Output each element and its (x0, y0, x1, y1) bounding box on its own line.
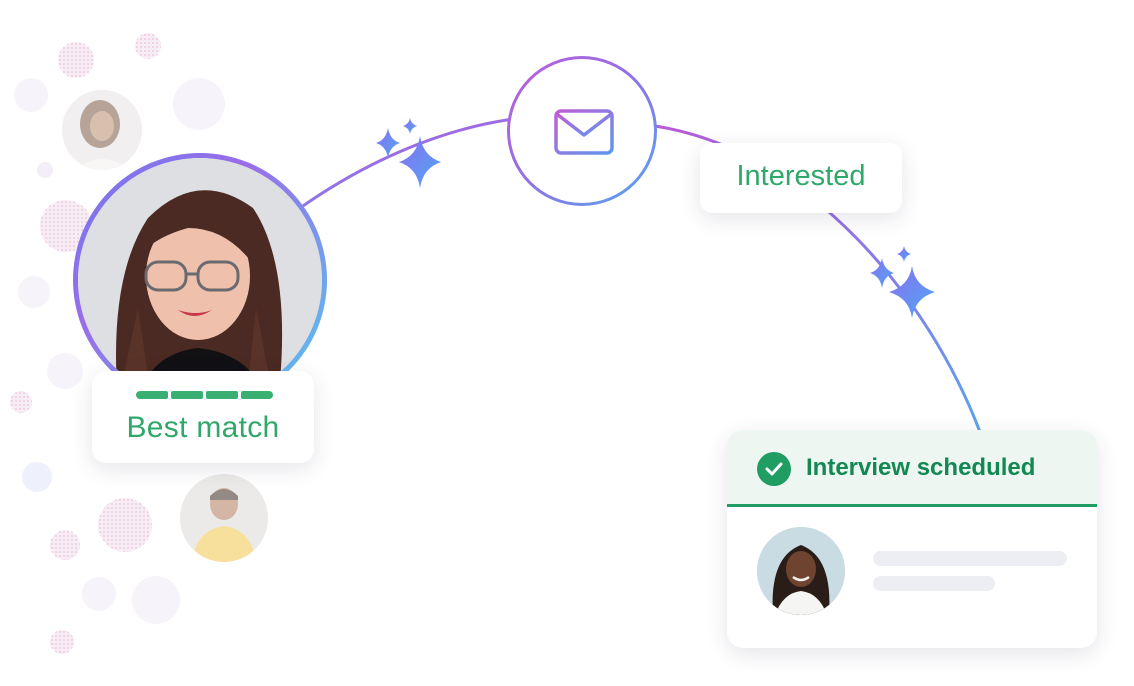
decor-bubble (50, 630, 74, 654)
candidate-avatar-small (62, 90, 142, 170)
match-score-segment (241, 391, 273, 399)
check-circle-icon (757, 452, 791, 486)
decor-bubble (22, 462, 52, 492)
decor-bubble (14, 78, 48, 112)
candidate-portrait (78, 158, 322, 402)
decor-bubble (37, 162, 53, 178)
decor-bubble (10, 391, 32, 413)
decor-bubble (47, 353, 83, 389)
placeholder-line (873, 551, 1067, 566)
interviewee-avatar (757, 527, 845, 615)
sparkle-icon (870, 246, 935, 318)
match-score-bar (136, 391, 273, 399)
interested-status-card: Interested (700, 143, 902, 213)
best-match-card: Best match (92, 371, 314, 463)
decor-bubble (82, 577, 116, 611)
interview-scheduled-card: Interview scheduled (727, 430, 1097, 648)
match-score-segment (206, 391, 238, 399)
candidate-avatar-small (180, 474, 268, 562)
match-score-segment (136, 391, 168, 399)
sparkle-icon (376, 118, 441, 188)
decor-bubble (98, 498, 152, 552)
decor-bubble (58, 42, 94, 78)
interview-scheduled-title: Interview scheduled (806, 454, 1036, 481)
best-match-candidate-photo (73, 153, 327, 407)
decor-bubble (132, 576, 180, 624)
decor-bubble (173, 78, 225, 130)
outreach-email-node (507, 56, 657, 206)
placeholder-line (873, 576, 995, 591)
interested-label: Interested (736, 160, 866, 192)
decor-bubble (40, 200, 92, 252)
match-score-segment (171, 391, 203, 399)
decor-bubble (50, 530, 80, 560)
envelope-icon (554, 109, 614, 155)
decor-bubble (135, 33, 161, 59)
decor-bubble (18, 276, 50, 308)
interview-card-header: Interview scheduled (727, 430, 1097, 507)
best-match-label: Best match (126, 411, 280, 444)
